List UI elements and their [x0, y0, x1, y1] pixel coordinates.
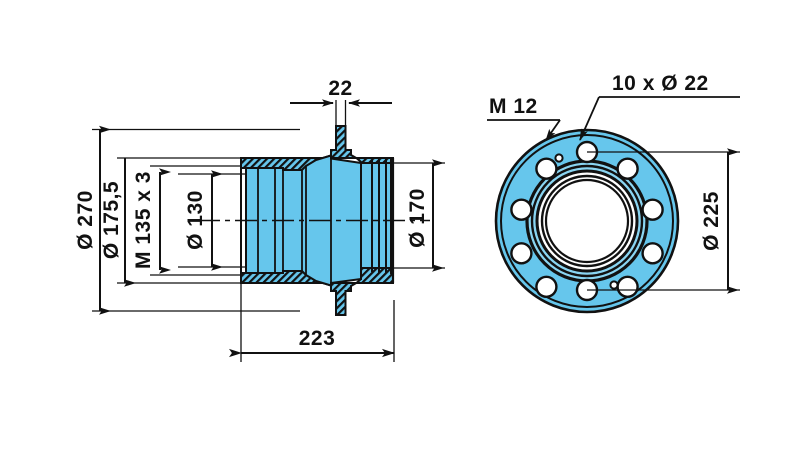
small-threaded-hole: [609, 280, 619, 290]
bolt-hole: [616, 157, 639, 180]
dimension-d270-label: Ø 270: [74, 190, 97, 250]
callout-bolt-holes-label: 10 x Ø 22: [612, 72, 709, 95]
bolt-hole: [641, 198, 664, 221]
bolt-hole: [616, 275, 639, 298]
bolt-hole: [641, 242, 664, 265]
bolt-hole-group: [510, 140, 664, 302]
section-solid-body: [245, 154, 395, 287]
dimension-d130-label: Ø 130: [184, 190, 207, 250]
callout-m12: M 12: [487, 95, 561, 141]
central-bore-circle: [544, 178, 630, 264]
m12-callout-leader: [545, 119, 561, 141]
dimension-d170: Ø 170: [406, 159, 444, 272]
bolt-hole: [535, 275, 558, 298]
dimension-d130: Ø 130: [184, 170, 223, 271]
dimension-d170-label: Ø 170: [406, 188, 429, 248]
dimension-m135x3: M 135 x 3: [132, 168, 171, 274]
callout-bolt-holes: 10 x Ø 22: [579, 72, 740, 141]
bolt-hole: [535, 157, 558, 180]
dimension-d270: Ø 270: [74, 125, 111, 315]
callout-m12-label: M 12: [489, 95, 538, 118]
bearing-seat-block: [360, 162, 394, 269]
dimension-d225-label: Ø 225: [700, 191, 723, 251]
dimension-d225: Ø 225: [587, 148, 740, 294]
seat-ring-lines: [371, 158, 392, 274]
dimension-223: 223: [229, 327, 395, 358]
front-circular-view: Ø 225 10 x Ø 22 M 12: [487, 72, 740, 314]
longitudinal-section-view: Ø 270 Ø 175,5 M 135 x 3 Ø 130 Ø 170 22: [74, 77, 445, 362]
bolt-hole: [510, 198, 533, 221]
dimension-22-label: 22: [328, 77, 352, 100]
dimension-d175-5-label: Ø 175,5: [100, 181, 123, 259]
bolt-callout-leader: [579, 96, 600, 141]
dimension-223-label: 223: [299, 327, 336, 350]
small-threaded-hole-group: [554, 153, 619, 290]
dimension-d175-5: Ø 175,5: [100, 158, 136, 287]
bolt-hole: [510, 242, 533, 265]
dimension-22: 22: [290, 77, 392, 107]
dimension-m135x3-label: M 135 x 3: [132, 171, 155, 269]
small-threaded-hole: [554, 153, 564, 163]
section-extension-lines: [92, 100, 445, 362]
